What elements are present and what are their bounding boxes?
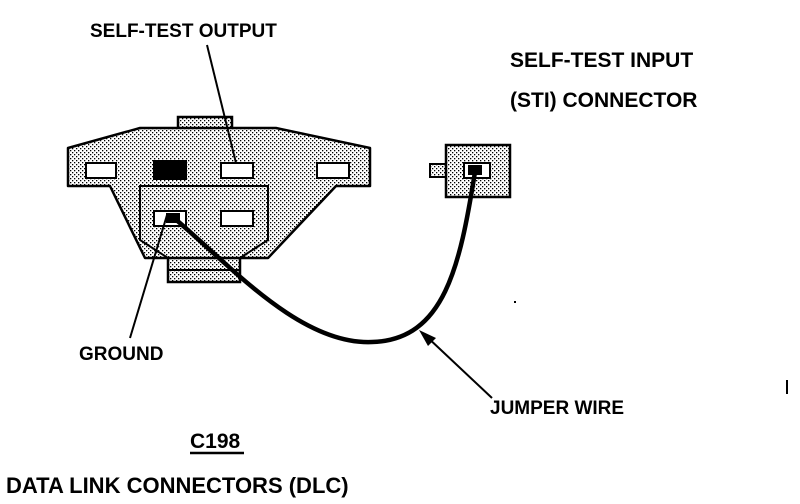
dlc-cavity-4 [316,162,350,179]
dlc-cavity-6 [220,210,254,227]
self-test-output-label: SELF-TEST OUTPUT [90,21,277,42]
dlc-body [66,126,372,260]
dlc-title-label: DATA LINK CONNECTORS (DLC) [6,473,349,498]
self-test-output-leader [206,44,237,164]
sti-connector [429,143,512,199]
sti-label-line2: (STI) CONNECTOR [510,89,697,112]
dlc-cavity-self-test-output [220,162,254,179]
jumper-wire-arrowhead [419,330,436,346]
dlc-cavity-1 [85,162,117,179]
scan-speck [514,301,516,303]
jumper-wire-leader [424,334,493,399]
ground-label: GROUND [79,344,163,365]
sti-label-line1: SELF-TEST INPUT [510,49,693,72]
jumper-wire [171,169,478,345]
connector-id-label: C198 [190,430,241,453]
jumper-wire-label: JUMPER WIRE [490,398,624,419]
dlc-cavity-2-filled [153,160,187,180]
dlc-connector [66,115,372,284]
ground-leader [129,214,168,339]
dlc-inner-shell [139,185,269,259]
scan-edge-mark [786,380,788,394]
